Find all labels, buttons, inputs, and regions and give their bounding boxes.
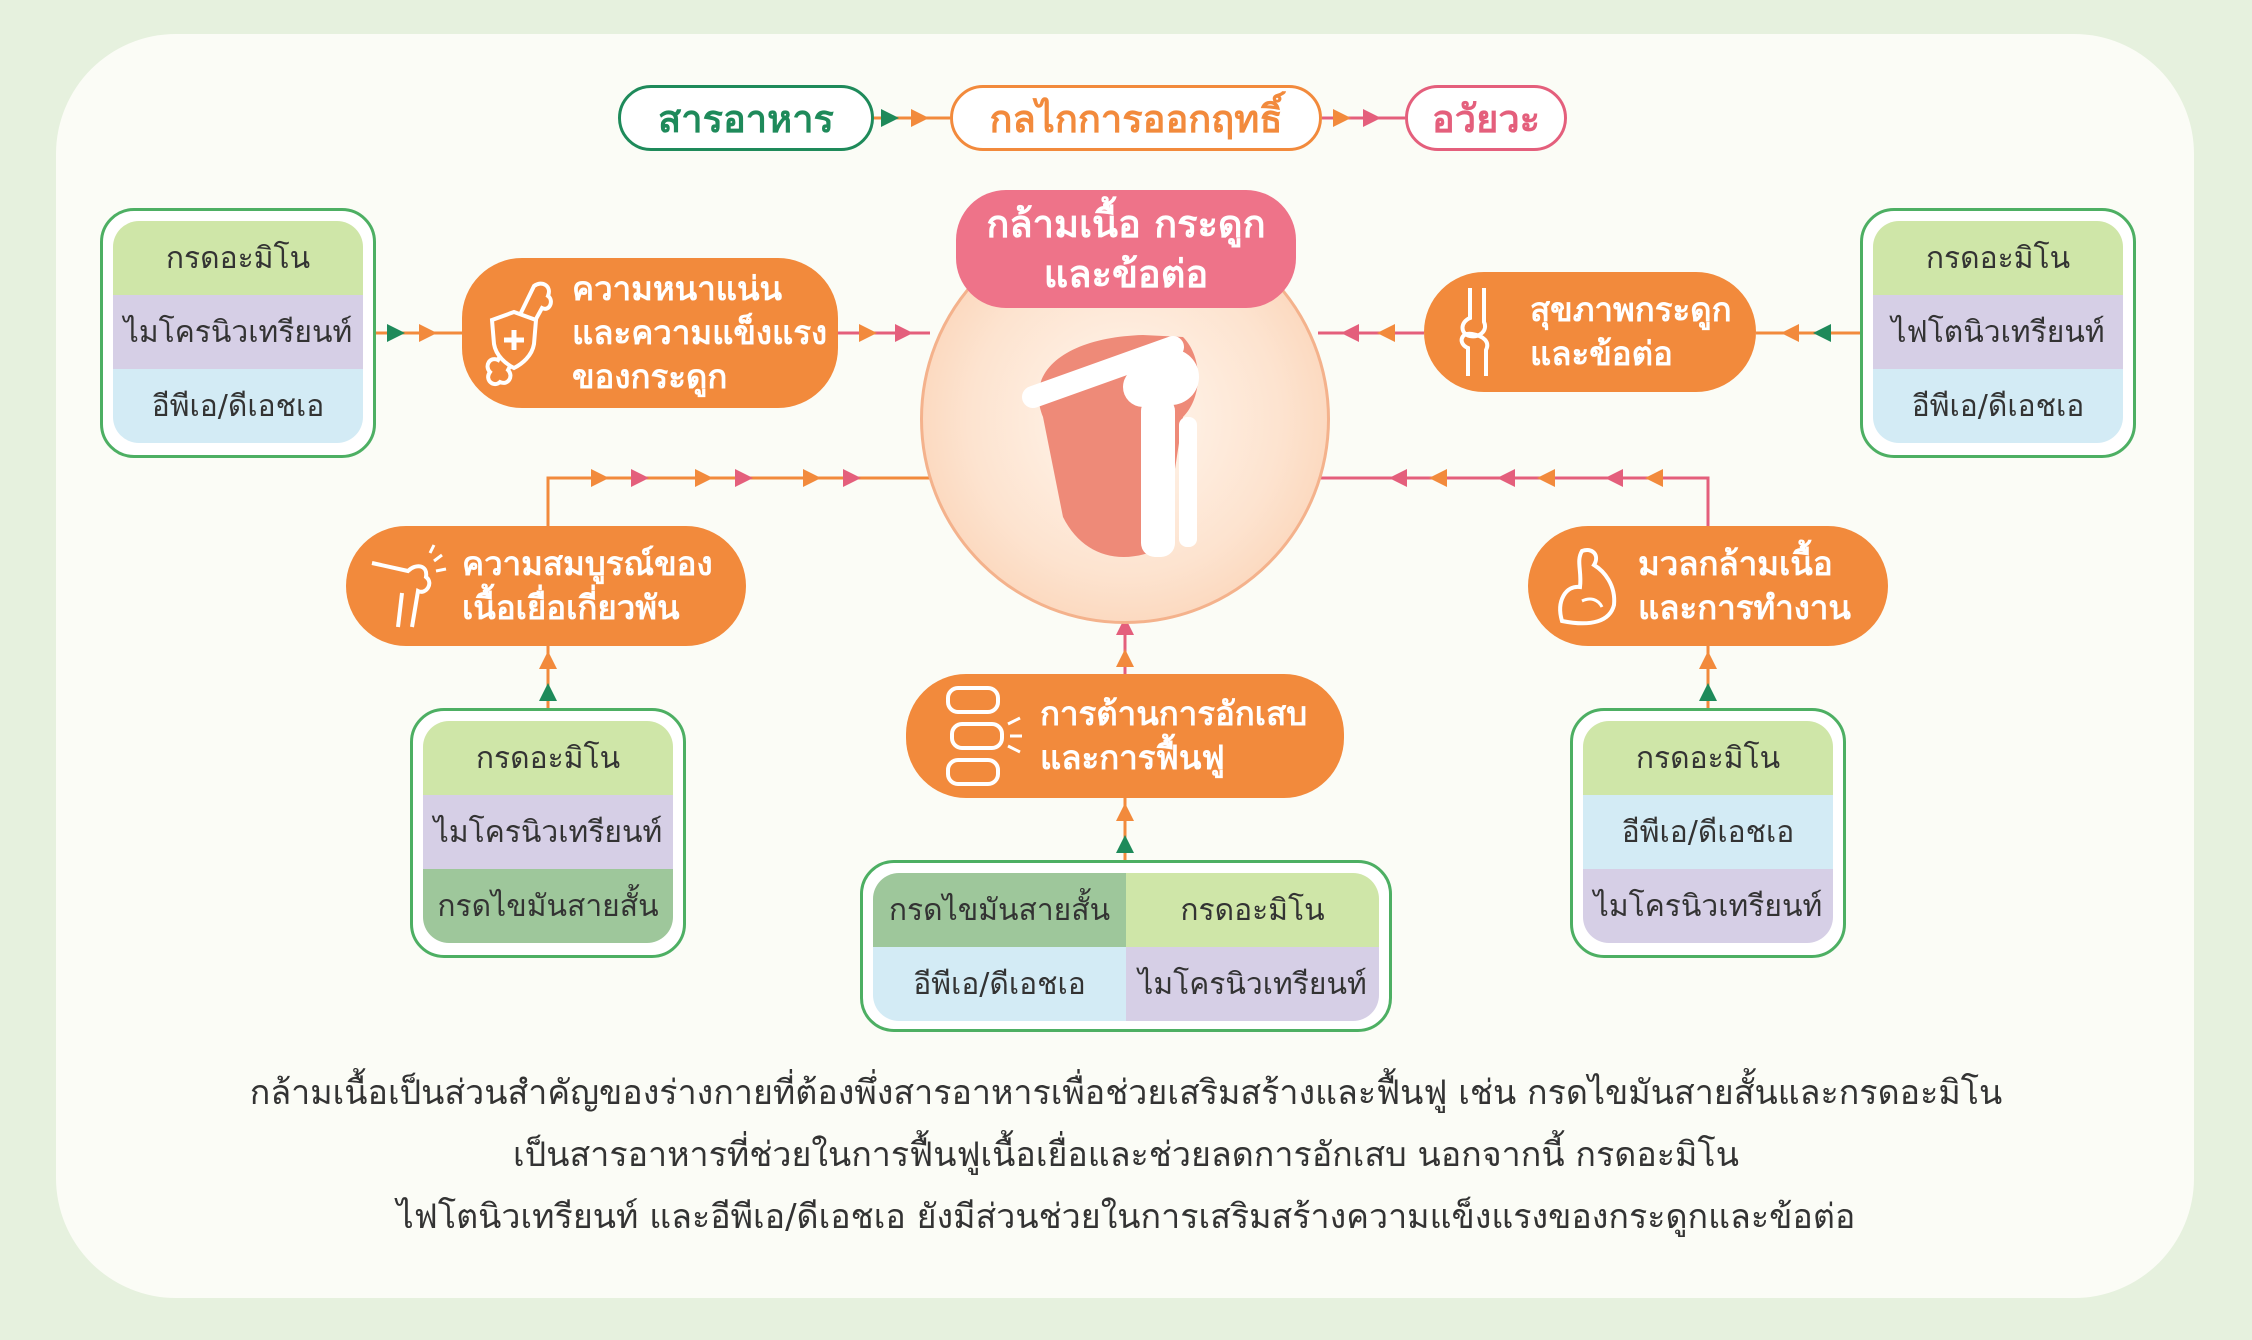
nutrient-item: กรดอะมิโน — [423, 721, 673, 795]
nutrient-item: กรดอะมิโน — [1583, 721, 1833, 795]
mechanism-bone-density: ความหนาแน่น และความแข็งแรง ของกระดูก — [462, 258, 838, 408]
legend-organ: อวัยวะ — [1405, 85, 1567, 151]
nutrient-item: กรดอะมิโน — [1126, 873, 1379, 947]
mechanism-connective-tissue: ความสมบูรณ์ของ เนื้อเยื่อเกี่ยวพัน — [346, 526, 746, 646]
bone-shield-icon — [485, 281, 553, 387]
nutrient-item: กรดอะมิโน — [1873, 221, 2123, 295]
legend-nutrients: สารอาหาร — [618, 85, 874, 151]
mechanism-label: สุขภาพกระดูก และข้อต่อ — [1530, 290, 1732, 373]
nutrient-item: ไมโครนิวเทรียนท์ — [423, 795, 673, 869]
nutrient-item: อีพีเอ/ดีเอชเอ — [1583, 795, 1833, 869]
nutrient-item: ไมโครนิวเทรียนท์ — [1583, 869, 1833, 943]
nutrients-bottom-right: กรดอะมิโน อีพีเอ/ดีเอชเอ ไมโครนิวเทรียนท… — [1570, 708, 1846, 958]
mechanism-muscle-mass: มวลกล้ามเนื้อ และการทำงาน — [1528, 526, 1888, 646]
knee-joint-icon — [1022, 335, 1199, 557]
mechanism-label: ความหนาแน่น และความแข็งแรง ของกระดูก — [572, 269, 828, 396]
mechanism-label: มวลกล้ามเนื้อ และการทำงาน — [1638, 544, 1851, 627]
nutrient-item: กรดไขมันสายสั้น — [423, 869, 673, 943]
center-title: กล้ามเนื้อ กระดูก และข้อต่อ — [956, 190, 1296, 308]
description: กล้ามเนื้อเป็นส่วนสำคัญของร่างกายที่ต้อง… — [100, 1062, 2152, 1248]
nutrient-item: กรดไขมันสายสั้น — [873, 873, 1126, 947]
nutrient-item: กรดอะมิโน — [113, 221, 363, 295]
mechanism-label: ความสมบูรณ์ของ เนื้อเยื่อเกี่ยวพัน — [462, 544, 713, 627]
nutrients-bottom-left: กรดอะมิโน ไมโครนิวเทรียนท์ กรดไขมันสายสั… — [410, 708, 686, 958]
description-line: กล้ามเนื้อเป็นส่วนสำคัญของร่างกายที่ต้อง… — [249, 1073, 2003, 1113]
joint-icon — [1459, 288, 1490, 376]
nutrient-item: ไฟโตนิวเทรียนท์ — [1873, 295, 2123, 369]
description-line: ไฟโตนิวเทรียนท์ และอีพีเอ/ดีเอชเอ ยังมีส… — [396, 1197, 1856, 1237]
legend-mechanism: กลไกการออกฤทธิ์ — [950, 85, 1322, 151]
nutrient-item: อีพีเอ/ดีเอชเอ — [113, 369, 363, 443]
muscle-arm-icon — [1558, 548, 1617, 626]
nutrient-item: อีพีเอ/ดีเอชเอ — [1873, 369, 2123, 443]
knee-joint-icon — [371, 544, 447, 628]
nutrients-bottom-center: กรดไขมันสายสั้น กรดอะมิโน อีพีเอ/ดีเอชเอ… — [860, 860, 1392, 1032]
nutrient-item: ไมโครนิวเทรียนท์ — [113, 295, 363, 369]
mechanism-anti-inflammation: การต้านการอักเสบ และการฟื้นฟู — [906, 674, 1344, 798]
nutrients-top-left: กรดอะมิโน ไมโครนิวเทรียนท์ อีพีเอ/ดีเอชเ… — [100, 208, 376, 458]
nutrient-item: อีพีเอ/ดีเอชเอ — [873, 947, 1126, 1021]
mechanism-bone-joint-health: สุขภาพกระดูก และข้อต่อ — [1424, 272, 1756, 392]
nutrients-top-right: กรดอะมิโน ไฟโตนิวเทรียนท์ อีพีเอ/ดีเอชเอ — [1860, 208, 2136, 458]
mechanism-label: การต้านการอักเสบ และการฟื้นฟู — [1040, 694, 1308, 777]
description-line: เป็นสารอาหารที่ช่วยในการฟื้นฟูเนื้อเยื่อ… — [513, 1135, 1739, 1175]
spine-icon — [946, 686, 1022, 786]
nutrient-item: ไมโครนิวเทรียนท์ — [1126, 947, 1379, 1021]
